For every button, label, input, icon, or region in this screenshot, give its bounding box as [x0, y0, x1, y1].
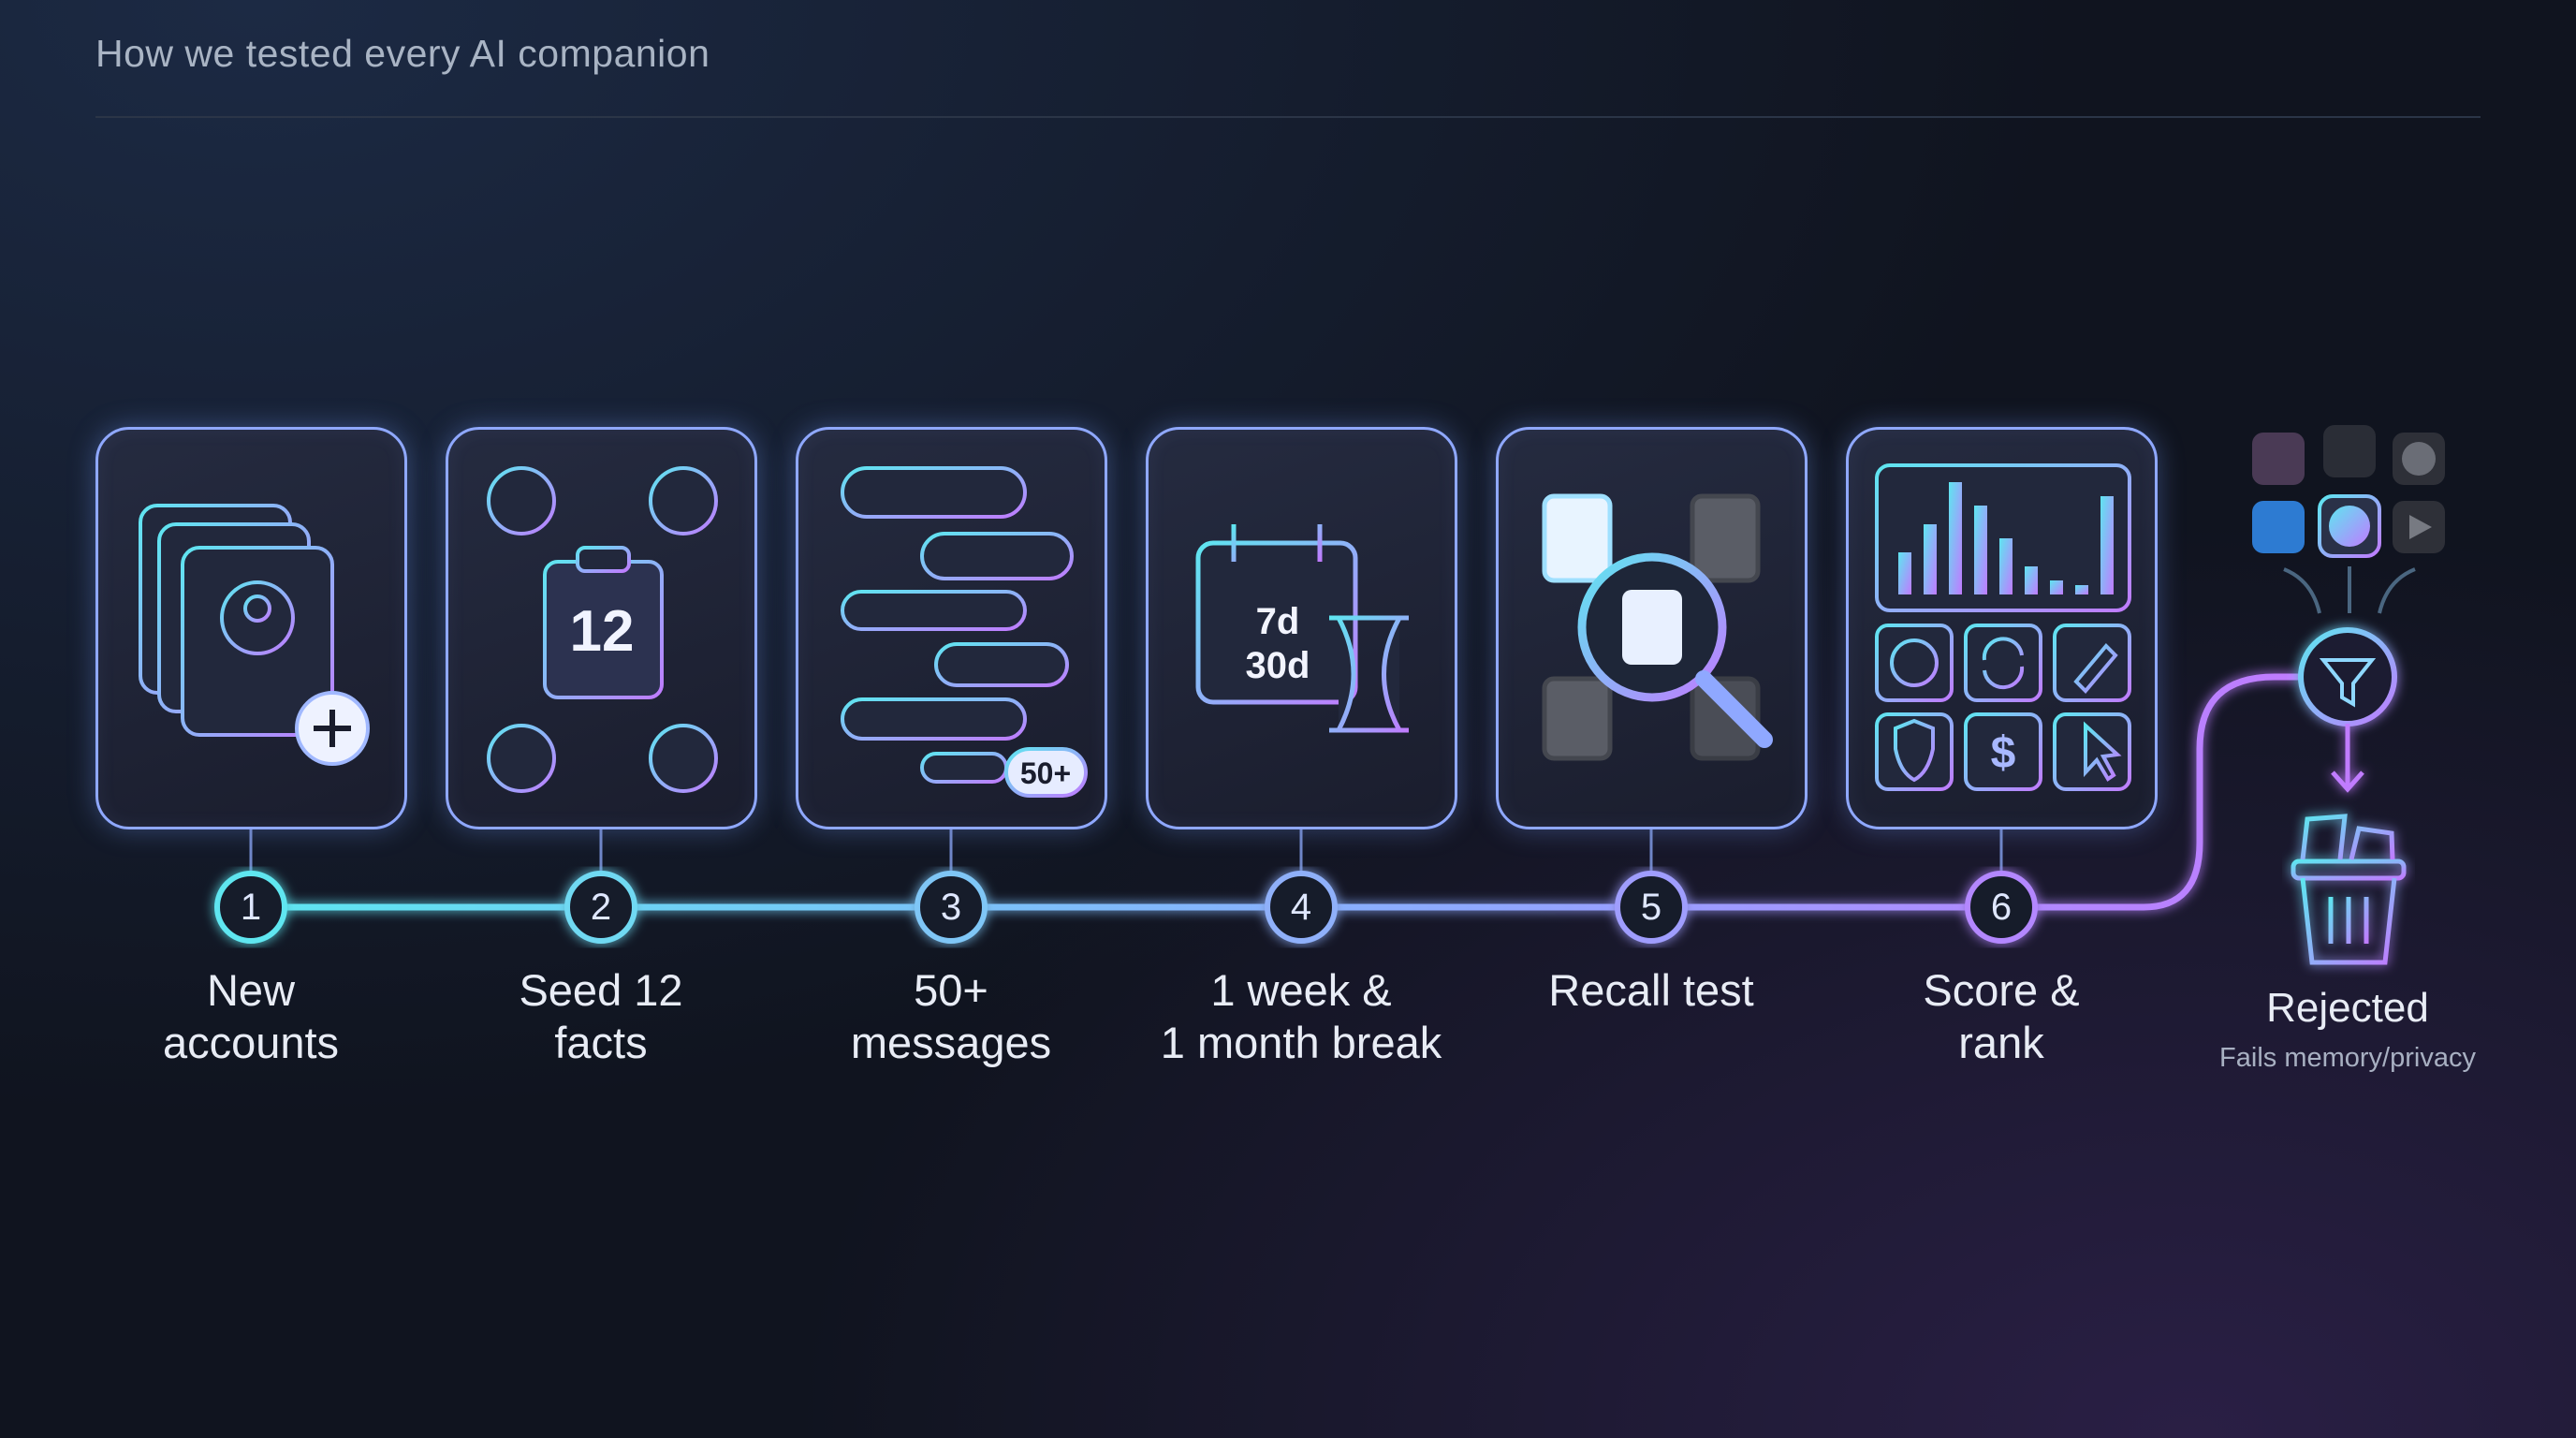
step-node-1: [214, 871, 287, 944]
label-line: messages: [850, 1018, 1052, 1067]
scoreboard-icon: [1875, 463, 2131, 791]
app-store-icon: [2252, 501, 2305, 553]
label-line: New: [206, 965, 296, 1015]
arrow-down-icon: [2331, 724, 2364, 793]
step-label-3: 50+messages: [754, 964, 1148, 1069]
rejected-label: Rejected: [2266, 985, 2429, 1031]
rejected-sublabel: Fails memory/privacy: [2219, 1043, 2476, 1073]
step-label-4: 1 week &1 month break: [1105, 964, 1498, 1069]
label-line: rank: [1958, 1018, 2044, 1067]
step-node-4: [1265, 871, 1338, 944]
calendar-hourglass-icon: [1195, 524, 1409, 733]
step-number-1: 1: [240, 887, 262, 928]
step-label-5: Recall test: [1455, 964, 1848, 1017]
messages-badge: 50+: [1020, 756, 1071, 790]
facts-count-badge: 12: [570, 599, 635, 664]
step-node-6: [1965, 871, 2038, 944]
profile-cards-plus-icon: [139, 504, 370, 766]
step-node-2: [564, 871, 637, 944]
magnifier-memory-card-icon: [1542, 493, 1773, 761]
clipboard-facts-icon: [487, 466, 718, 793]
step-node-5: [1615, 871, 1688, 944]
step-number-4: 4: [1290, 887, 1312, 928]
messages-app-icon: [2323, 425, 2376, 477]
app-icons-grid: [2252, 425, 2445, 614]
header-divider: [95, 116, 2481, 118]
label-line: facts: [554, 1018, 648, 1067]
page-title: How we tested every AI companion: [95, 32, 710, 75]
step-label-6: Score &rank: [1805, 964, 2198, 1069]
trash-icon: [2291, 814, 2407, 965]
label-line: Score &: [1923, 965, 2080, 1015]
arrows-icon: [2283, 566, 2416, 614]
step-number-5: 5: [1640, 887, 1662, 928]
step-number-2: 2: [590, 887, 612, 928]
bar-chart-icon: [1898, 482, 2114, 594]
label-line: 1 week &: [1210, 965, 1392, 1015]
label-line: accounts: [162, 1018, 340, 1067]
filter-icon: [2319, 658, 2377, 708]
label-line: Seed 12: [519, 965, 683, 1015]
step-number-3: 3: [940, 887, 962, 928]
break-7d: 7d: [1256, 601, 1300, 642]
step-card-recall: [1496, 427, 1808, 829]
dollar-icon: $: [1991, 728, 2016, 778]
step-node-3: [915, 871, 988, 944]
label-line: 1 month break: [1160, 1018, 1442, 1067]
chat-bubbles-icon: [841, 466, 1088, 798]
filter-node: [2298, 627, 2397, 726]
step-number-6: 6: [1990, 887, 2012, 928]
label-line: Recall test: [1548, 965, 1754, 1015]
break-30d: 30d: [1246, 645, 1310, 686]
label-line: 50+: [914, 965, 988, 1015]
timeline-line: [251, 673, 2299, 911]
app-icon-replika: [2252, 433, 2305, 485]
